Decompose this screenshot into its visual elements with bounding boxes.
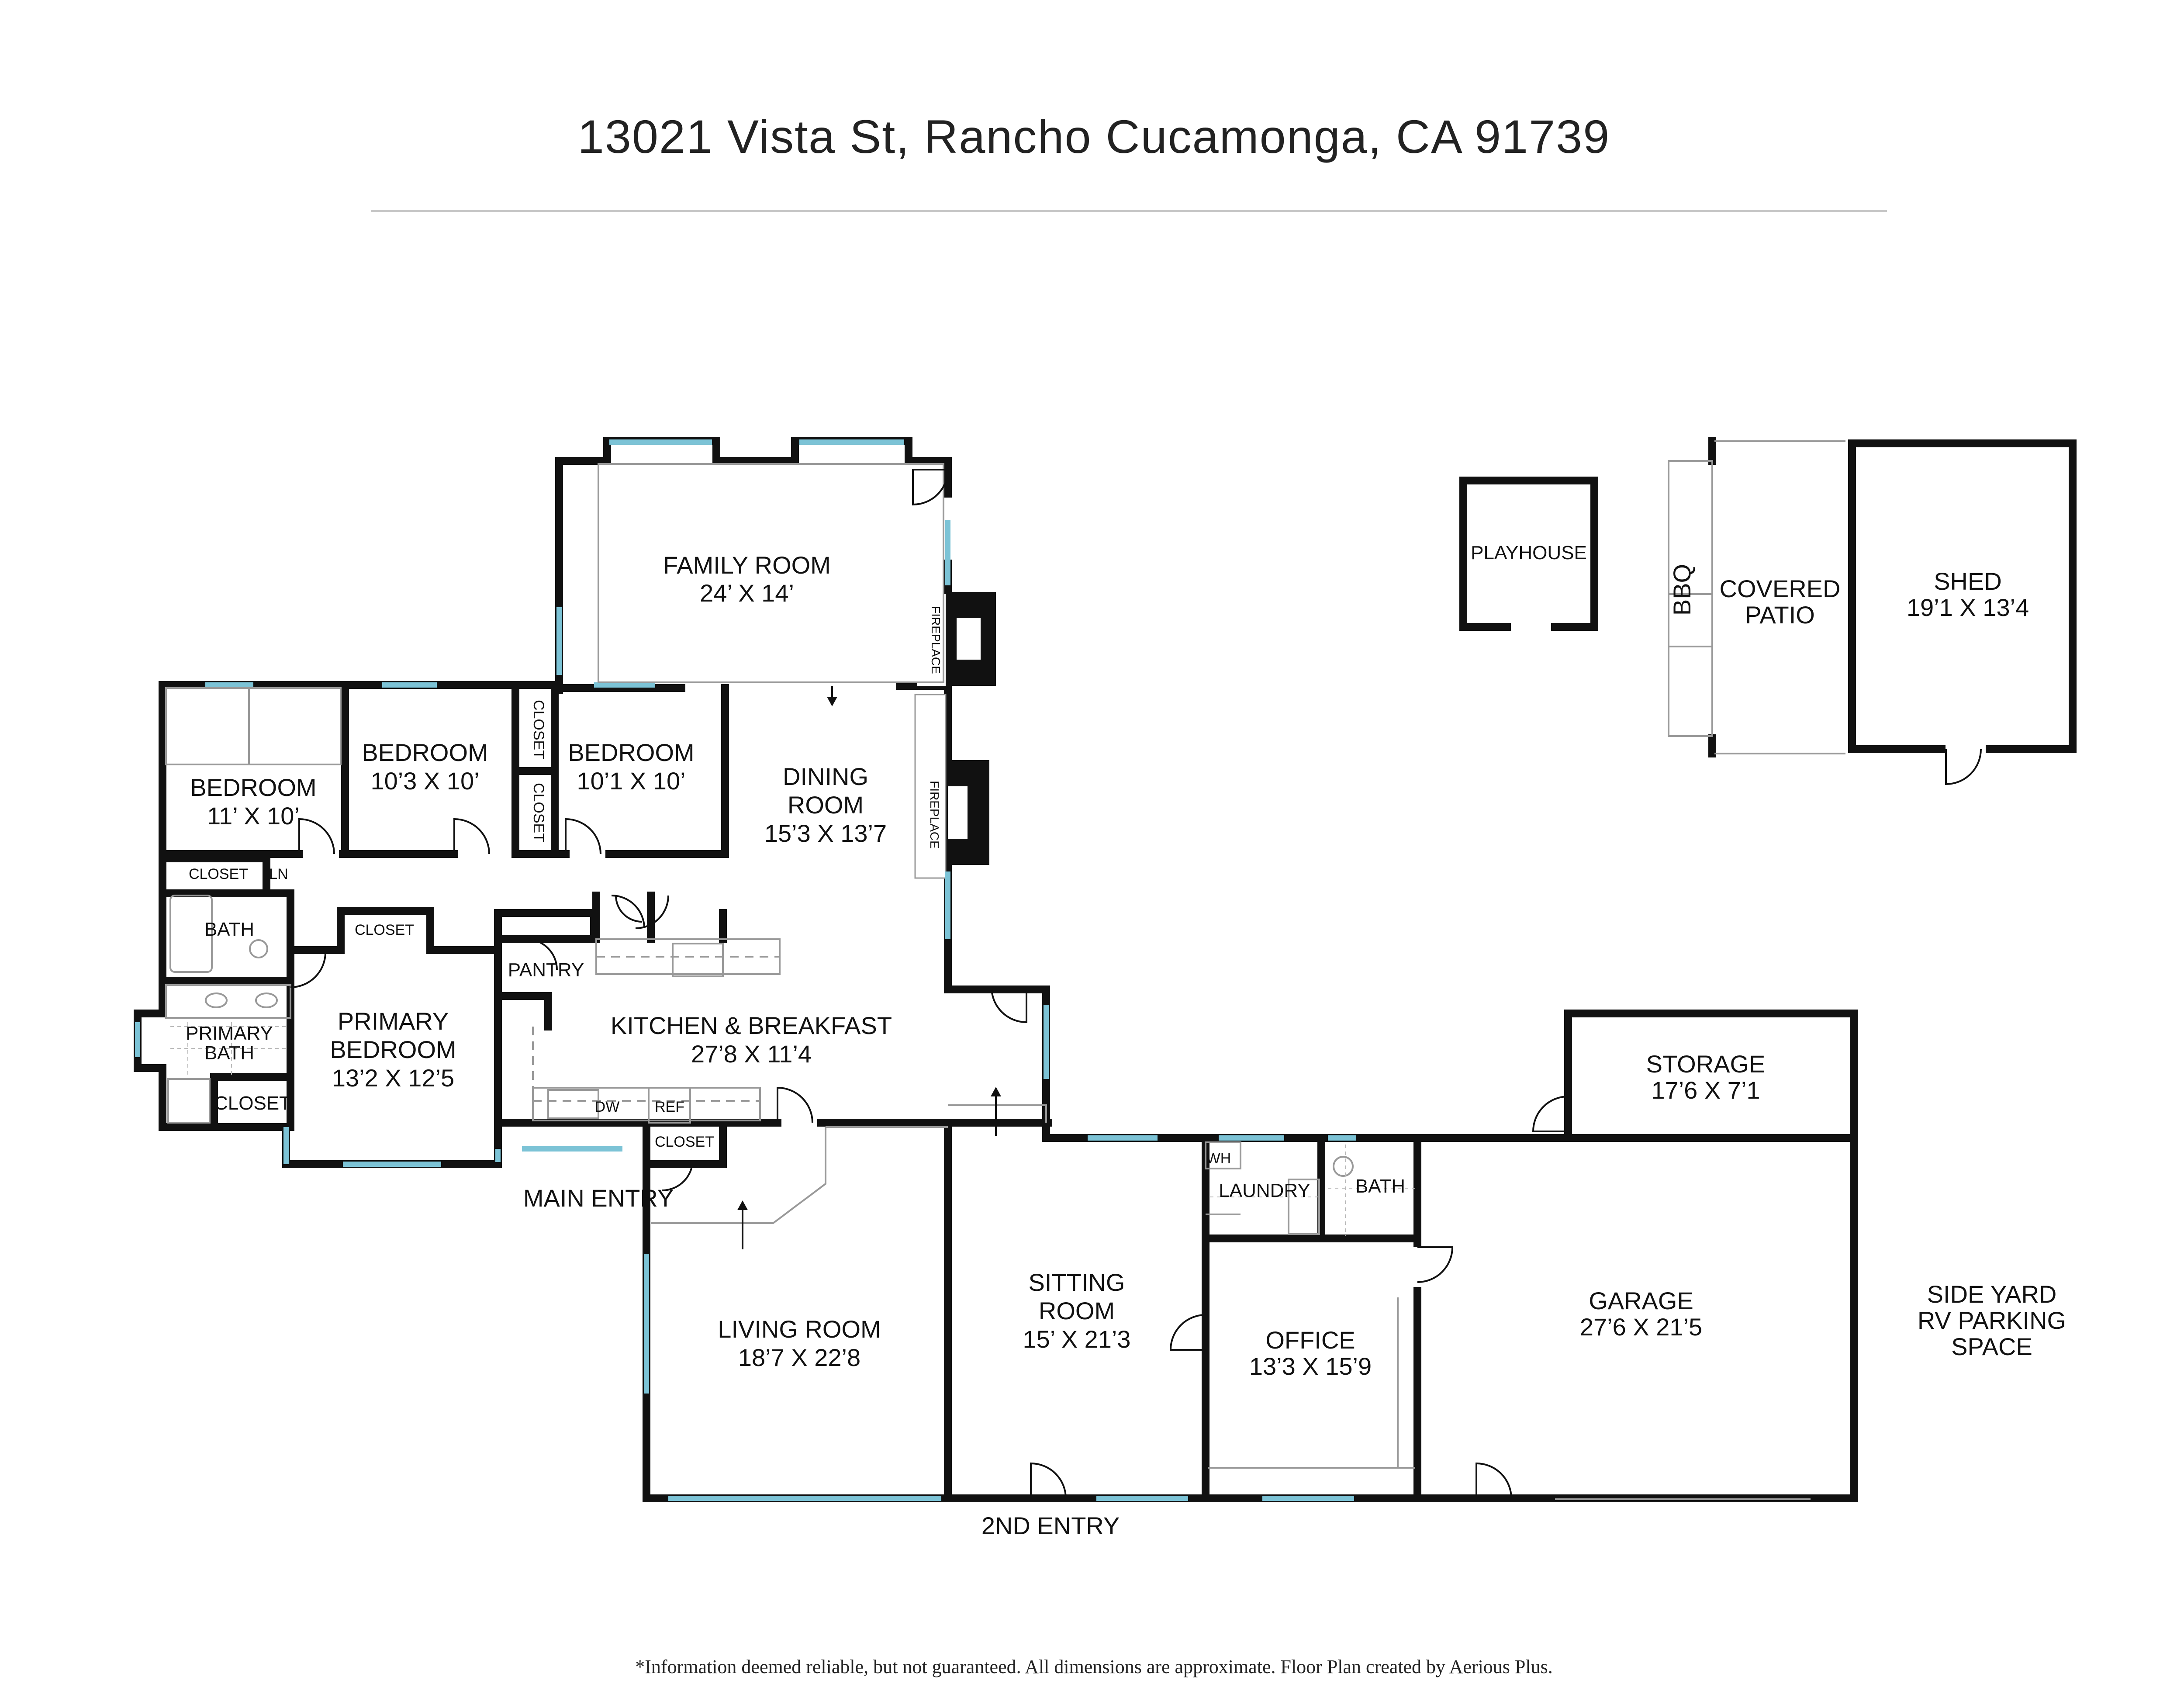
main-entry-label: MAIN ENTRY [523,1184,674,1212]
family-room-dims: 24’ X 14’ [700,579,794,607]
covered-patio-label-2: PATIO [1745,601,1815,629]
living-room-label: LIVING ROOM [718,1315,881,1343]
fireplace-label-b: FIREPLACE [928,781,941,849]
garage-dims: 27’6 X 21’5 [1580,1313,1702,1341]
primary-bath-label-1: PRIMARY [186,1023,273,1044]
side-yard-label-3: SPACE [1951,1333,2032,1360]
storage-label: STORAGE [1646,1050,1766,1078]
dining-room-label-1: DINING [783,763,868,790]
kitchen-dims: 27’8 X 11’4 [691,1040,812,1068]
bath-label: BATH [204,919,254,940]
bedroom-3-dims: 10’1 X 10’ [577,767,685,795]
bedroom-1-dims: 11’ X 10’ [207,802,300,830]
entry-labels: MAIN ENTRY 2ND ENTRY SIDE YARD RV PARKIN… [523,1184,2066,1539]
small-labels: CLOSET CLOSET CLOSET LN BATH PRIMARY BAT… [186,606,1405,1201]
bbq-label: BBQ [1668,564,1696,616]
fireplace-label-a: FIREPLACE [929,606,943,674]
primary-bedroom-label-1: PRIMARY [338,1007,449,1035]
side-yard-label-2: RV PARKING [1918,1307,2066,1334]
pantry-label: PANTRY [508,959,584,981]
playhouse-label: PLAYHOUSE [1471,542,1587,564]
closet-label-a: CLOSET [530,700,547,759]
sitting-room-dims: 15’ X 21’3 [1023,1325,1131,1353]
family-room-label: FAMILY ROOM [663,551,831,579]
office-label: OFFICE [1265,1326,1355,1354]
office-dims: 13’3 X 15’9 [1249,1352,1372,1380]
side-yard-label-1: SIDE YARD [1927,1280,2057,1308]
garage-label: GARAGE [1589,1287,1693,1314]
wh-label: WH [1206,1150,1231,1167]
disclaimer-footer: *Information deemed reliable, but not gu… [635,1656,1553,1677]
primary-bedroom-dims: 13’2 X 12’5 [332,1064,454,1092]
closet-label-b: CLOSET [530,783,547,842]
sitting-room-label-1: SITTING [1029,1269,1125,1296]
ln-label: LN [269,866,288,882]
closet-label-d: CLOSET [355,922,414,938]
fixtures [165,440,1845,1469]
primary-bath-label-2: BATH [204,1042,254,1064]
shed-label: SHED [1934,567,2002,595]
tile-patterns [170,1022,1415,1236]
kitchen-label: KITCHEN & BREAKFAST [611,1012,892,1039]
bedroom-2-dims: 10’3 X 10’ [370,767,479,795]
entry-arrows [737,686,1001,1249]
second-entry-label: 2ND ENTRY [981,1512,1120,1539]
closet-label-c: CLOSET [189,866,248,882]
storage-dims: 17’6 X 7’1 [1651,1076,1760,1104]
bedroom-3-label: BEDROOM [568,739,694,766]
dining-room-label-2: ROOM [788,791,864,819]
sitting-room-label-2: ROOM [1039,1297,1115,1324]
living-room-dims: 18’7 X 22’8 [738,1344,860,1371]
windows [135,439,1811,1501]
bedroom-1-label: BEDROOM [190,774,316,801]
shed-dims: 19’1 X 13’4 [1907,594,2029,621]
laundry-label: LAUNDRY [1219,1180,1310,1201]
fireplaces [914,592,996,879]
dining-room-dims: 15’3 X 13’7 [764,820,887,847]
closet-label-e: CLOSET [214,1093,291,1114]
room-labels: FAMILY ROOM 24’ X 14’ DINING ROOM 15’3 X… [190,542,2029,1380]
closet-label-f: CLOSET [655,1134,714,1150]
dw-label: DW [595,1099,620,1115]
bedroom-2-label: BEDROOM [362,739,488,766]
header-divider [371,210,1887,212]
covered-patio-label-1: COVERED [1720,575,1841,602]
doors [290,469,1982,1499]
primary-bedroom-label-2: BEDROOM [330,1036,456,1063]
ref-label: REF [655,1099,684,1115]
property-address: 13021 Vista St, Rancho Cucamonga, CA 917… [577,110,1610,163]
bath-label-2: BATH [1355,1176,1405,1197]
